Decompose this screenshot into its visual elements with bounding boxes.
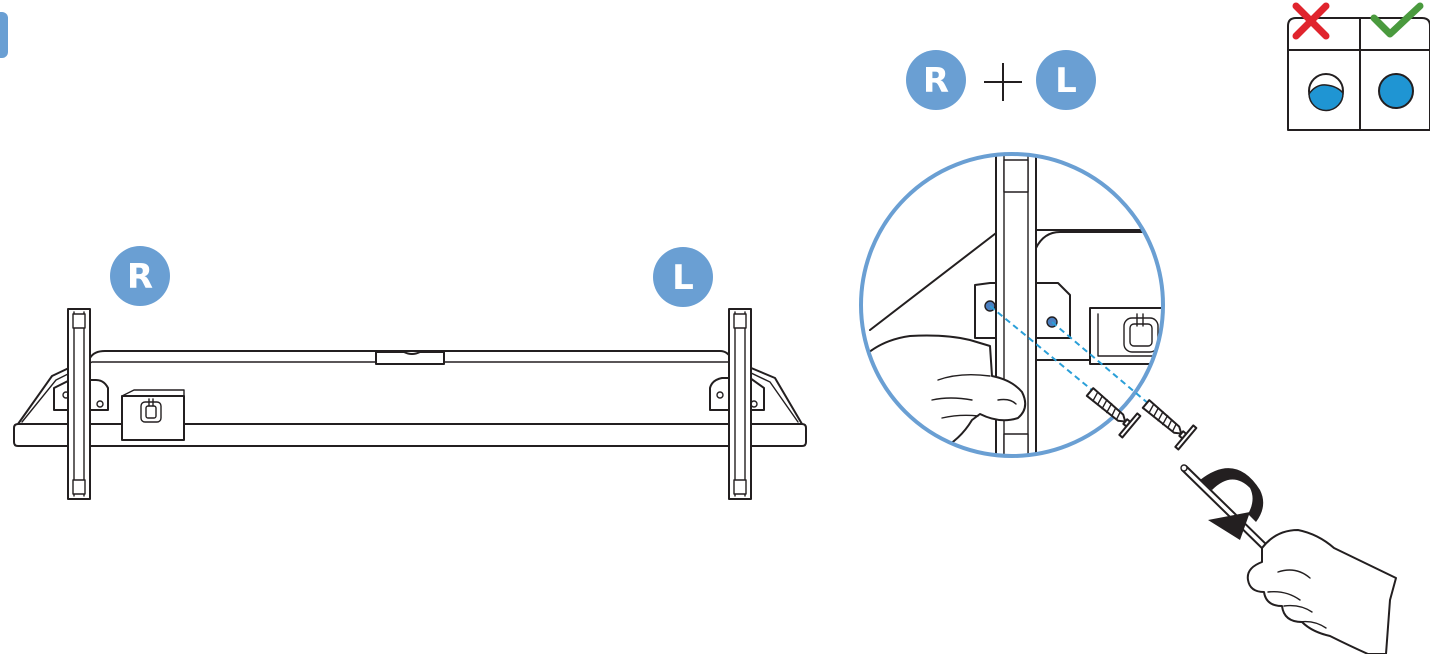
plus-icon bbox=[984, 63, 1022, 101]
hole-alignment-reference bbox=[1287, 2, 1430, 131]
tv-right-badge bbox=[110, 246, 170, 306]
screw-1 bbox=[1085, 387, 1142, 439]
hand-turning-screwdriver bbox=[1246, 529, 1397, 654]
step-marker bbox=[0, 12, 8, 58]
tv-right-badge-label: R bbox=[127, 257, 153, 297]
stand-leg-right-side bbox=[67, 308, 91, 500]
rotate-arrow-icon bbox=[1200, 468, 1264, 540]
tv-illustration: R L bbox=[13, 246, 807, 500]
misaligned-hole bbox=[1308, 73, 1344, 112]
right-badge bbox=[906, 50, 966, 110]
left-badge bbox=[1036, 50, 1096, 110]
tv-left-badge-label: L bbox=[672, 258, 694, 298]
stand-leg-left-side bbox=[728, 308, 752, 500]
screw-guide-line-1 bbox=[989, 305, 1105, 401]
screw-2 bbox=[1141, 399, 1198, 451]
screw-guide-line-2 bbox=[1051, 321, 1157, 411]
r-plus-l-header: R L bbox=[906, 50, 1096, 110]
aligned-hole bbox=[1378, 73, 1414, 109]
check-mark-icon bbox=[1370, 2, 1424, 38]
right-badge-label: R bbox=[923, 61, 949, 101]
cross-mark-icon bbox=[1292, 2, 1330, 40]
tv-left-badge bbox=[653, 247, 713, 307]
left-badge-label: L bbox=[1055, 61, 1077, 101]
